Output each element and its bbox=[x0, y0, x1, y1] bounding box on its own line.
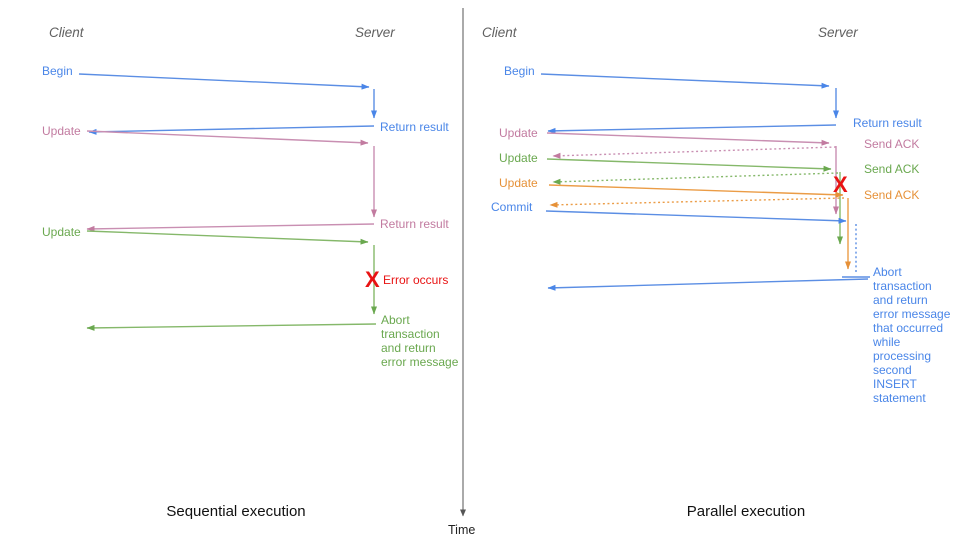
right-update3-ack-line bbox=[549, 197, 845, 208]
right-server-header: Server bbox=[818, 25, 858, 40]
right-update-1-label: Update bbox=[499, 126, 538, 140]
right-abort-return-line bbox=[547, 278, 869, 291]
right-update2-request-line bbox=[546, 158, 832, 172]
left-error-x-icon: X bbox=[365, 267, 380, 292]
right-caption: Parallel execution bbox=[686, 503, 806, 520]
left-client-header: Client bbox=[49, 25, 84, 40]
right-send-ack-1-label: Send ACK bbox=[864, 137, 920, 151]
right-update-3-label: Update bbox=[499, 176, 538, 190]
right-update2-ack-line bbox=[552, 172, 839, 185]
left-caption: Sequential execution bbox=[166, 503, 306, 520]
right-abort-note: Abort transaction and return error messa… bbox=[873, 265, 951, 405]
left-error-label: Error occurs bbox=[383, 273, 449, 287]
left-update1-request-line bbox=[86, 130, 369, 146]
time-axis-label: Time bbox=[448, 523, 476, 537]
left-diagram-lines bbox=[78, 73, 377, 331]
left-update-1-label: Update bbox=[42, 124, 81, 138]
left-update-2-label: Update bbox=[42, 225, 81, 239]
left-server-header: Server bbox=[355, 25, 395, 40]
right-error-x-icon: X bbox=[833, 172, 848, 197]
right-begin-request-line bbox=[540, 73, 830, 89]
left-return-result-1-label: Return result bbox=[380, 120, 449, 134]
right-update1-ack-line bbox=[552, 146, 837, 159]
right-send-ack-2-label: Send ACK bbox=[864, 162, 920, 176]
right-client-header: Client bbox=[482, 25, 517, 40]
right-send-ack-3-label: Send ACK bbox=[864, 188, 920, 202]
left-return-result-2-label: Return result bbox=[380, 217, 449, 231]
right-return-result-label: Return result bbox=[853, 116, 922, 130]
left-update2-request-line bbox=[86, 230, 369, 245]
left-update1-return-line bbox=[86, 223, 375, 232]
left-abort-return-line bbox=[86, 323, 377, 331]
right-update3-request-line bbox=[548, 184, 844, 198]
left-begin-return-line bbox=[88, 125, 375, 135]
right-begin-return-line bbox=[547, 124, 837, 134]
right-commit-request-line bbox=[545, 210, 847, 224]
left-abort-note: Abort transaction and return error messa… bbox=[381, 313, 459, 369]
left-begin-request-line bbox=[78, 73, 370, 90]
right-commit-label: Commit bbox=[491, 200, 533, 214]
right-begin-label: Begin bbox=[504, 64, 535, 78]
right-update1-request-line bbox=[546, 132, 830, 146]
right-update-2-label: Update bbox=[499, 151, 538, 165]
left-begin-label: Begin bbox=[42, 64, 73, 78]
right-diagram-lines bbox=[540, 73, 870, 291]
